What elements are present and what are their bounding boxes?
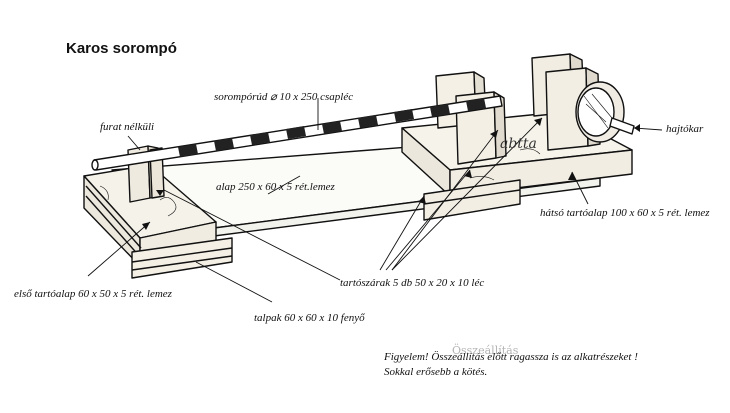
label-front-support: első tartóalap 60 x 50 x 5 rét. lemez: [14, 288, 172, 300]
arrowheads: [142, 118, 640, 230]
leader-lines: [87, 98, 663, 303]
label-base: alap 250 x 60 x 5 rét.lemez: [216, 181, 335, 193]
crank-handle: [609, 117, 635, 135]
label-rear-support: hátsó tartóalap 100 x 60 x 5 rét. lemez: [540, 207, 710, 219]
label-holders: tartószárak 5 db 50 x 20 x 10 léc: [340, 277, 485, 289]
page-title: Karos sorompó: [66, 40, 177, 57]
note-line-1: Figyelem! Összeállítás előtt ragassza is…: [384, 351, 638, 363]
crank-wheel: [575, 81, 625, 143]
rear-foot: [423, 179, 521, 221]
assembly-note: Figyelem! Összeállítás előtt ragassza is…: [384, 350, 638, 380]
label-crank: hajtókar: [666, 123, 704, 135]
label-no-hole: furat nélküli: [100, 121, 155, 133]
stamp-mark: Összeállítás: [452, 343, 519, 357]
label-barrier-pole: sorompórúd ⌀ 10 x 250 csapléc: [214, 91, 354, 103]
front-foot: [131, 237, 233, 279]
barrier-pole: [91, 95, 503, 171]
label-feet: talpak 60 x 60 x 10 fenyő: [254, 312, 365, 324]
signature-mark: abtta: [500, 136, 537, 152]
note-line-2: Sokkal erősebb a kötés.: [384, 366, 488, 378]
